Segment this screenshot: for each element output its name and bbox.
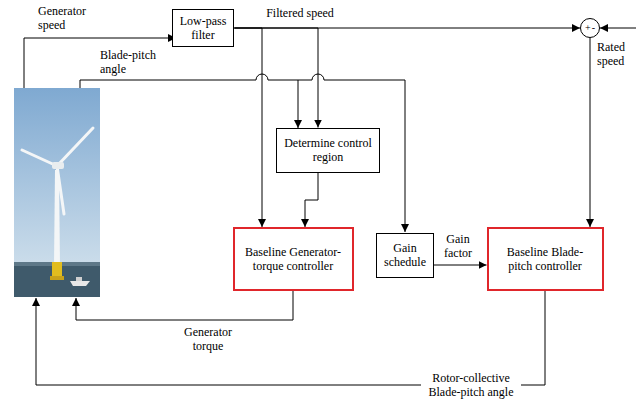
wind-turbine-photo: [14, 88, 100, 297]
box-text: Baseline Blade-pitch controller: [501, 245, 590, 273]
sign: -: [592, 23, 595, 33]
sign: +: [585, 23, 591, 33]
controller-box: Baseline Generator-torque controller: [233, 227, 354, 291]
blade-pitch-branch: [298, 80, 299, 128]
signal-name: Rated speed: [597, 40, 635, 68]
process-box: Gain schedule: [376, 233, 434, 278]
box-text: Low-pass filter: [178, 14, 229, 42]
box-text: Gain schedule: [382, 241, 428, 269]
summing-junction: +-: [580, 18, 600, 38]
generator-torque-wire: [76, 291, 293, 320]
box-text: Determine control region: [283, 136, 373, 164]
blade-pitch-wire: [80, 74, 405, 232]
signal-arrow: [234, 28, 262, 227]
edge-label: Filtered speed: [266, 6, 334, 20]
process-box: Determine control region: [276, 128, 380, 173]
box-text: Baseline Generator-torque controller: [240, 245, 347, 273]
edge-label: Gain factor: [438, 232, 478, 260]
rated-speed-wire: [600, 28, 636, 29]
signal-name: Generator torque: [178, 325, 238, 353]
signal-arrow: [234, 28, 318, 128]
signal-arrow: [434, 265, 487, 266]
signal-arrow: [305, 173, 318, 228]
filter-box: Low-pass filter: [172, 9, 235, 47]
signal-arrow: [590, 38, 591, 227]
signal-name: Rotor-collective Blade-pitch angle: [421, 371, 521, 399]
signal-name: Generator speed: [38, 4, 100, 32]
controller-box: Baseline Blade-pitch controller: [487, 227, 604, 291]
signal-name: Blade-pitch angle: [100, 48, 162, 76]
signal-wires: [24, 28, 636, 385]
